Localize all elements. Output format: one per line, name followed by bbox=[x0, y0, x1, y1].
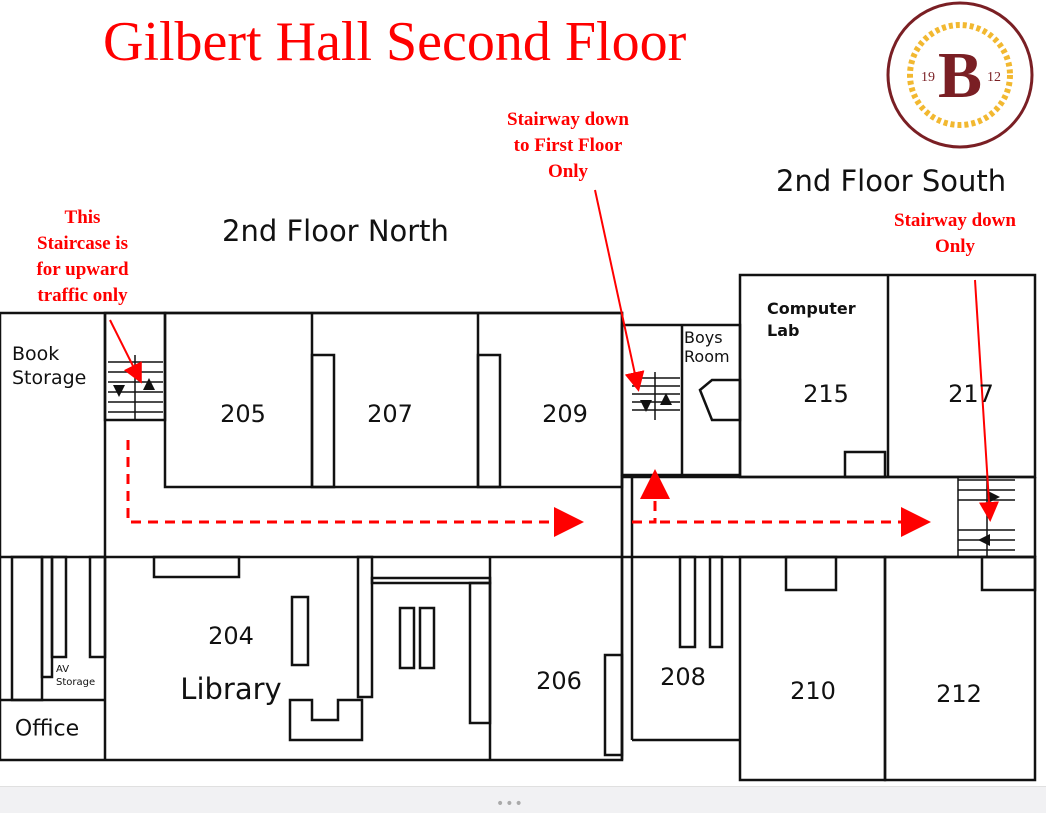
stairs bbox=[108, 355, 1015, 557]
floor-plan: B 19 12 bbox=[0, 1, 1037, 782]
room-book-storage: Book Storage bbox=[12, 343, 87, 389]
room-computer-lab: Computer Lab bbox=[767, 299, 856, 340]
room-209: 209 bbox=[542, 400, 588, 428]
walls bbox=[0, 273, 1037, 782]
room-office: Office bbox=[14, 716, 80, 742]
room-library: Library bbox=[180, 672, 282, 706]
room-206: 206 bbox=[536, 667, 582, 695]
seal-logo: B 19 12 bbox=[886, 1, 1034, 149]
section-south-label: 2nd Floor South bbox=[776, 164, 1007, 198]
page-title: Gilbert Hall Second Floor bbox=[103, 11, 687, 73]
note-first-floor-stairway: Stairway down to First Floor Only bbox=[507, 109, 629, 182]
note-down-only-stairway: Stairway down Only bbox=[894, 210, 1016, 257]
room-boys-room: Boys Room bbox=[684, 328, 730, 366]
viewer-footer-bar bbox=[0, 786, 1046, 813]
svg-text:B: B bbox=[938, 39, 982, 112]
stair-arrows bbox=[113, 378, 1000, 546]
section-north-label: 2nd Floor North bbox=[222, 214, 449, 248]
svg-text:12: 12 bbox=[987, 70, 1001, 85]
note-upward-staircase: This Staircase is for upward traffic onl… bbox=[36, 207, 129, 306]
room-215: 215 bbox=[803, 380, 849, 408]
room-212: 212 bbox=[936, 680, 982, 708]
room-204: 204 bbox=[208, 622, 254, 650]
room-207: 207 bbox=[367, 400, 413, 428]
room-av-storage: AV Storage bbox=[56, 664, 96, 688]
room-205: 205 bbox=[220, 400, 266, 428]
room-210: 210 bbox=[790, 677, 836, 705]
room-217: 217 bbox=[948, 380, 994, 408]
route-path bbox=[109, 189, 999, 537]
drag-handle-icon[interactable]: ••• bbox=[496, 796, 524, 812]
svg-text:19: 19 bbox=[921, 70, 935, 85]
room-208: 208 bbox=[660, 663, 706, 691]
